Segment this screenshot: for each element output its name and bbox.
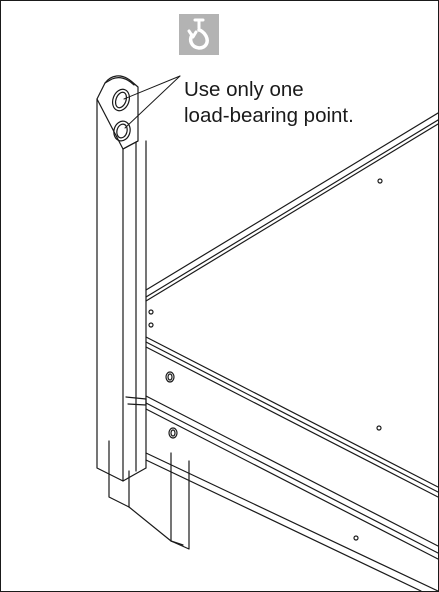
callout-line-1: Use only one <box>184 78 304 101</box>
lifting-lug <box>96 75 139 150</box>
platform-front-beam <box>145 336 438 591</box>
deck-holes <box>148 178 383 541</box>
lifting-point-callout: Use only one load-bearing point. <box>184 77 354 129</box>
lifting-hook-icon <box>187 18 209 50</box>
callout-line-2: load-bearing point. <box>184 104 354 127</box>
lifting-upright <box>96 98 147 482</box>
upright-foot <box>108 440 190 550</box>
lifting-hook-badge <box>179 14 219 55</box>
beam-holes <box>165 371 178 439</box>
platform-top-edge <box>145 112 438 302</box>
callout-leader-lines <box>123 75 181 129</box>
